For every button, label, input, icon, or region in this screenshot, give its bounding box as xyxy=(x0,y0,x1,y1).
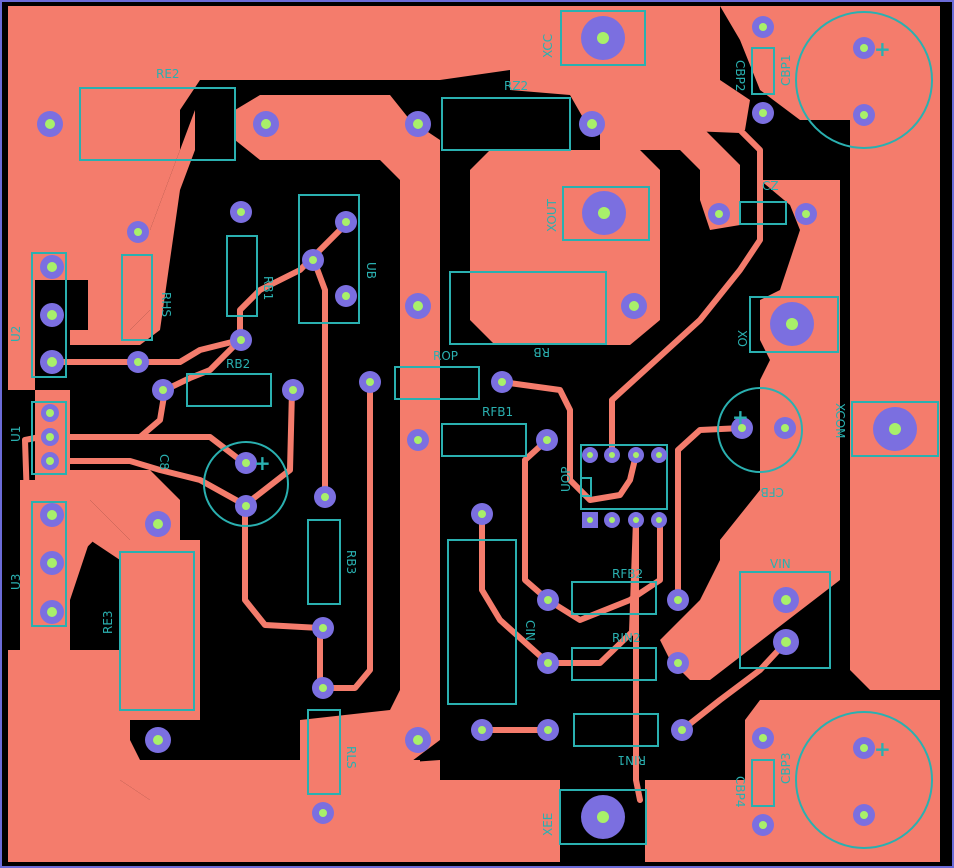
cbp3-plus: + xyxy=(874,737,891,761)
rls-outline xyxy=(307,709,341,795)
rin1-outline xyxy=(573,713,659,747)
label-cbp4: CBP4 xyxy=(733,776,747,807)
label-xcc: XCC xyxy=(541,34,555,58)
vin-outline xyxy=(739,571,831,669)
label-rop: ROP xyxy=(433,349,458,363)
rfb1-outline xyxy=(441,423,527,457)
silkscreen-labels: RE2 RZ2 XCC CBP2 CBP1 CZ XOUT RB1 UB RHS… xyxy=(9,34,847,836)
label-xo: XO xyxy=(735,330,749,347)
label-re2: RE2 xyxy=(156,67,180,81)
cbp-top-outline xyxy=(751,47,775,95)
label-cbp3: CBP3 xyxy=(779,753,793,784)
xcom-outline xyxy=(851,401,939,457)
label-rls: RLS xyxy=(344,746,358,769)
xcom-drill xyxy=(889,423,901,435)
re3-outline xyxy=(119,551,195,711)
rhs-outline xyxy=(121,254,153,341)
label-cbp1: CBP1 xyxy=(779,55,793,86)
rb1-outline xyxy=(226,235,258,317)
label-uop: UOP xyxy=(559,467,573,492)
label-rin1: RIN1 xyxy=(618,753,647,767)
xout-outline xyxy=(562,186,650,241)
cbp1-outline xyxy=(795,11,933,149)
label-rhs: RHS xyxy=(159,292,173,317)
xout-drill xyxy=(598,207,610,219)
label-c8: C8 xyxy=(157,454,171,470)
traces xyxy=(22,121,789,803)
rfb2-outline xyxy=(571,581,657,615)
rop-outline xyxy=(394,366,480,400)
cin-outline xyxy=(447,539,517,705)
u2-outline xyxy=(31,252,67,378)
label-rb2: RB2 xyxy=(226,357,250,371)
connector-pads xyxy=(581,16,917,839)
uop-notch xyxy=(580,477,592,497)
cbp3-outline xyxy=(795,711,933,849)
label-cbp2: CBP2 xyxy=(733,60,747,91)
xee-outline xyxy=(559,789,647,845)
label-rz2: RZ2 xyxy=(504,79,528,93)
rin2-outline xyxy=(571,647,657,681)
label-rfb2: RFB2 xyxy=(612,567,643,581)
c8-plus: + xyxy=(254,451,271,475)
cfb-plus: + xyxy=(732,405,749,429)
polarity-marks: + + + + xyxy=(254,37,891,761)
rb-outline xyxy=(449,271,607,345)
u3-outline xyxy=(31,501,67,627)
xcc-outline xyxy=(560,10,646,66)
label-re3: RE3 xyxy=(101,610,115,634)
cfb-outline xyxy=(717,387,803,473)
label-rb1: RB1 xyxy=(261,276,275,300)
xo-drill xyxy=(786,318,798,330)
re2-outline xyxy=(79,87,236,161)
label-rfb1: RFB1 xyxy=(482,405,513,419)
label-cfb: CFB xyxy=(760,485,784,499)
xcc-drill xyxy=(597,32,609,44)
ub-outline xyxy=(298,194,360,324)
cbp1-plus: + xyxy=(874,37,891,61)
label-cz: CZ xyxy=(762,179,779,193)
label-xee: XEE xyxy=(541,813,555,836)
label-rb: RB xyxy=(533,345,550,359)
label-u2: U2 xyxy=(9,326,23,342)
xee-drill xyxy=(597,811,609,823)
label-vin: VIN xyxy=(770,557,791,571)
c8-outline xyxy=(203,441,289,527)
label-xout: XOUT xyxy=(545,198,559,232)
cz-outline xyxy=(739,201,787,225)
label-xcom: XCOM xyxy=(833,403,847,439)
rz2-outline xyxy=(441,97,571,151)
label-rin2: RIN2 xyxy=(612,631,641,645)
label-u1: U1 xyxy=(9,426,23,442)
label-rb3: RB3 xyxy=(344,550,358,574)
rb2-outline xyxy=(186,373,272,407)
cbp-bottom-outline xyxy=(751,759,775,807)
label-cin: CIN xyxy=(523,620,537,641)
component-pads xyxy=(37,16,875,836)
xo-outline xyxy=(749,296,839,353)
silkscreen-outlines xyxy=(31,10,939,849)
u1-outline xyxy=(31,401,67,475)
label-ub: UB xyxy=(364,262,378,279)
rb3-outline xyxy=(307,519,341,605)
label-u3: U3 xyxy=(9,574,23,590)
